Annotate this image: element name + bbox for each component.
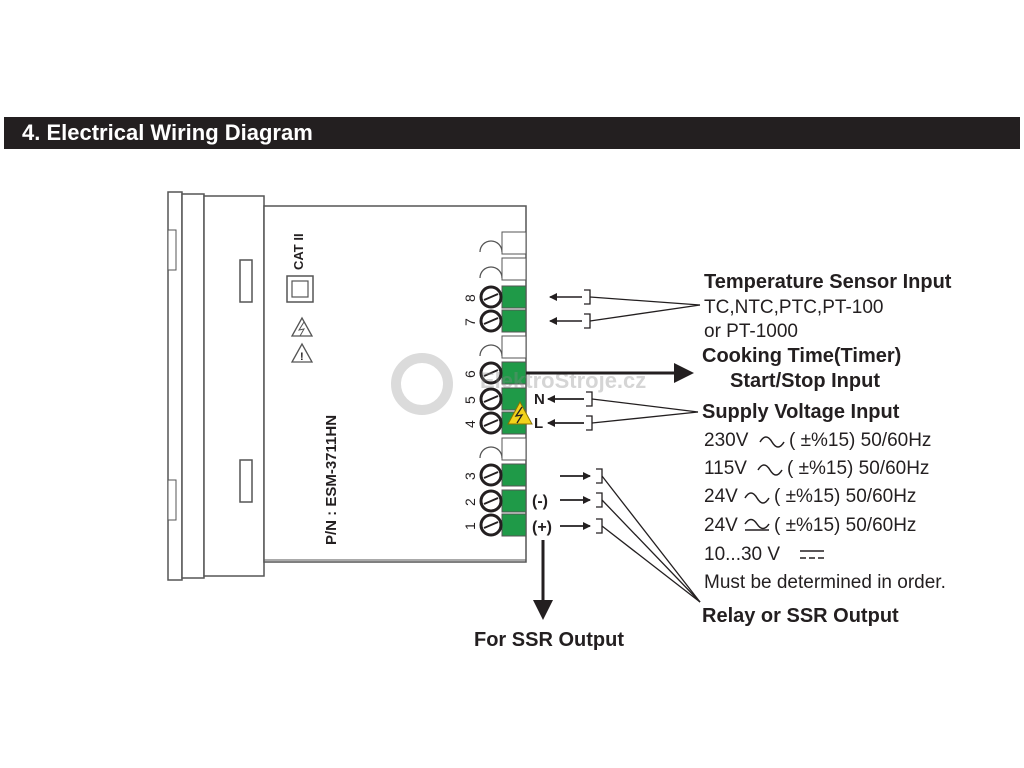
terminal-2 [479,489,527,513]
ssr-output-title: For SSR Output [474,629,624,651]
supply-connector [547,391,699,431]
terminal-block [479,231,527,461]
dc-icon [800,550,824,559]
ac-sine-icon [757,464,783,476]
ssr-output-arrow [533,540,553,620]
supply-v4: 24V [704,515,738,536]
terminal-number-4: 4 [462,420,478,428]
temp-sensor-line2: or PT-1000 [704,321,798,342]
terminal-1 [479,513,527,537]
terminal-number-2: 2 [462,498,478,506]
relay-output-connector [560,468,701,603]
supply-v3-rest: ( ±%15) 50/60Hz [774,486,916,507]
terminal-8 [479,285,527,309]
terminal-number-3: 3 [462,472,478,480]
timer-line2: Start/Stop Input [730,370,880,392]
terminal-number-7: 7 [462,318,478,326]
terminal-number-6: 6 [462,370,478,378]
double-insulation-icon [286,275,314,303]
temp-sensor-title: Temperature Sensor Input [704,271,952,293]
relay-output-title: Relay or SSR Output [702,605,899,627]
terminal-number-8: 8 [462,294,478,302]
section-header: 4. Electrical Wiring Diagram [4,117,1020,149]
supply-v1-rest: ( ±%15) 50/60Hz [789,430,931,451]
supply-n-label: N [534,391,545,408]
shock-warning-icon [290,316,314,337]
supply-l-label: L [534,415,543,432]
ac-sine-icon [744,492,770,504]
device-housing [167,191,527,581]
terminal-number-5: 5 [462,396,478,404]
temp-sensor-connector [549,289,701,329]
supply-note: Must be determined in order. [704,572,946,593]
section-title: 4. Electrical Wiring Diagram [22,120,313,145]
supply-v5: 10...30 V [704,544,780,565]
terminal-number-1: 1 [462,522,478,530]
supply-title: Supply Voltage Input [702,401,900,423]
supply-v2: 115V [704,458,747,479]
terminal-6 [479,361,527,385]
supply-v3: 24V [704,486,738,507]
supply-warning-icon [507,400,533,425]
supply-v1: 230V [704,430,749,451]
supply-v4-rest: ( ±%15) 50/60Hz [774,515,916,536]
terminal-7 [479,309,527,333]
temp-sensor-line1: TC,NTC,PTC,PT-100 [704,297,883,318]
supply-v2-rest: ( ±%15) 50/60Hz [787,458,929,479]
terminal-5 [479,387,527,411]
svg-text:!: ! [300,351,304,363]
part-number: P/N : ESM-3711HN [323,415,340,545]
polarity-pos-label: (+) [532,519,552,536]
polarity-neg-label: (-) [532,493,548,510]
terminal-3 [479,463,527,487]
warning-icon: ! [290,342,314,363]
ac-sine-icon [759,436,785,448]
timer-title: Cooking Time(Timer) [702,345,901,367]
category-label: CAT II [291,233,306,270]
ac-dc-icon [744,518,770,531]
timer-input-arrow [526,363,694,383]
